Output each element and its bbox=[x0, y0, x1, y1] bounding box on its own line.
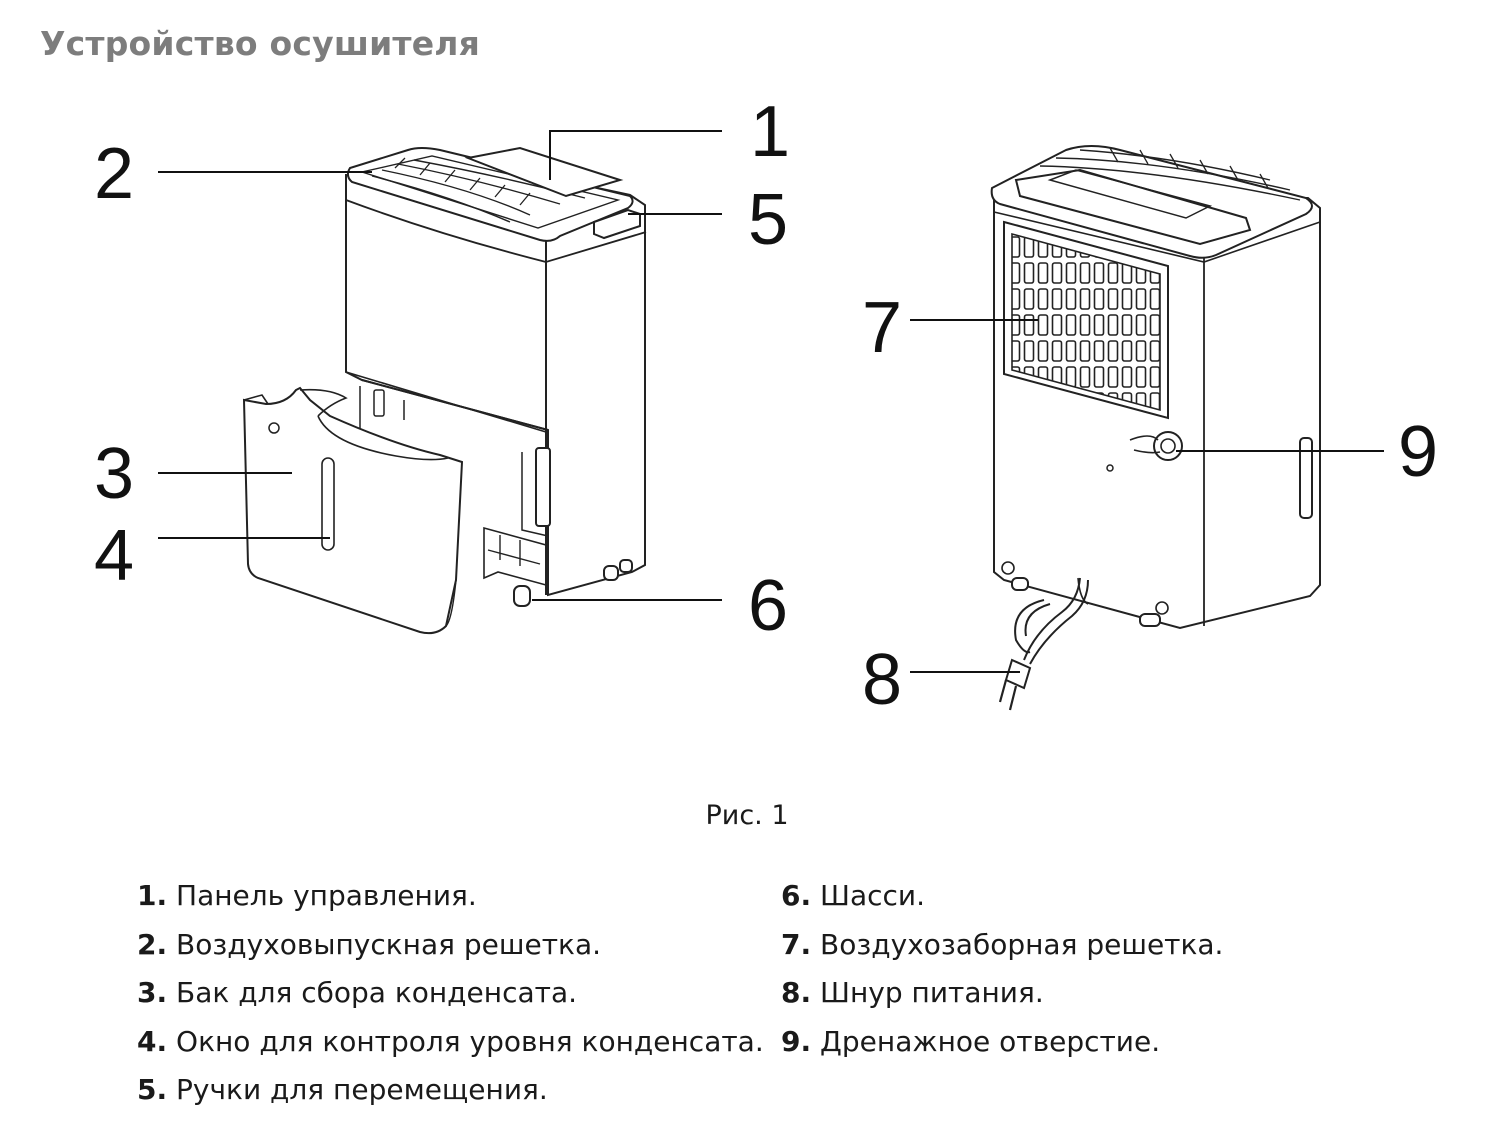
figure-caption: Рис. 1 bbox=[705, 800, 789, 831]
callout-4: 4 bbox=[94, 516, 134, 596]
legend-text: Воздуховыпускная решетка. bbox=[176, 927, 602, 961]
callout-5: 5 bbox=[748, 180, 788, 260]
legend-item-water-tank: 3. Бак для сбора конденсата. bbox=[137, 969, 764, 1018]
legend-number: 9. bbox=[781, 1024, 812, 1058]
legend-text: Шнур питания. bbox=[820, 976, 1044, 1009]
legend-item-handles: 5. Ручки для перемещения. bbox=[137, 1066, 764, 1115]
legend-item-control-panel: 1. Панель управления. bbox=[137, 872, 764, 921]
legend-number: 4. bbox=[137, 1024, 168, 1058]
callout-6: 6 bbox=[748, 566, 788, 646]
legend-text: Панель управления. bbox=[176, 879, 477, 912]
legend-text: Окно для контроля уровня конденсата. bbox=[176, 1024, 764, 1058]
legend-number: 6. bbox=[781, 879, 812, 912]
legend-item-drain-outlet: 9. Дренажное отверстие. bbox=[781, 1018, 1223, 1067]
legend-number: 8. bbox=[781, 976, 812, 1009]
legend-text: Бак для сбора конденсата. bbox=[176, 976, 577, 1009]
water-tank bbox=[242, 386, 464, 635]
back-unit bbox=[990, 145, 1321, 630]
legend-number: 5. bbox=[137, 1073, 168, 1106]
front-unit bbox=[345, 146, 647, 607]
legend-column-left: 1. Панель управления. 2. Воздуховыпускна… bbox=[137, 872, 764, 1115]
legend-text: Ручки для перемещения. bbox=[176, 1073, 548, 1106]
legend-number: 3. bbox=[137, 976, 168, 1009]
power-cord bbox=[998, 577, 1089, 711]
legend-item-air-inlet-grille: 7. Воздухозаборная решетка. bbox=[781, 921, 1223, 970]
callout-3: 3 bbox=[94, 434, 134, 514]
legend-number: 1. bbox=[137, 879, 168, 912]
dehumidifier-diagram: 1 2 5 3 4 6 7 9 8 bbox=[94, 92, 1438, 720]
legend-text: Дренажное отверстие. bbox=[820, 1024, 1161, 1058]
legend-text: Воздухозаборная решетка. bbox=[820, 927, 1224, 961]
page-title: Устройство осушителя bbox=[40, 24, 481, 63]
legend-text: Шасси. bbox=[820, 879, 926, 912]
legend-item-power-cord: 8. Шнур питания. bbox=[781, 969, 1223, 1018]
legend-item-level-window: 4. Окно для контроля уровня конденсата. bbox=[137, 1018, 764, 1067]
callout-2: 2 bbox=[94, 134, 134, 214]
leader-lines bbox=[158, 130, 1384, 673]
legend-number: 2. bbox=[137, 927, 168, 961]
callout-1: 1 bbox=[750, 92, 790, 172]
callout-8: 8 bbox=[862, 640, 902, 720]
legend-column-right: 6. Шасси. 7. Воздухозаборная решетка. 8.… bbox=[781, 872, 1223, 1066]
callout-9: 9 bbox=[1398, 412, 1438, 492]
legend-number: 7. bbox=[781, 927, 812, 961]
legend-item-air-outlet-grille: 2. Воздуховыпускная решетка. bbox=[137, 921, 764, 970]
legend-item-chassis: 6. Шасси. bbox=[781, 872, 1223, 921]
callout-7: 7 bbox=[862, 288, 902, 368]
